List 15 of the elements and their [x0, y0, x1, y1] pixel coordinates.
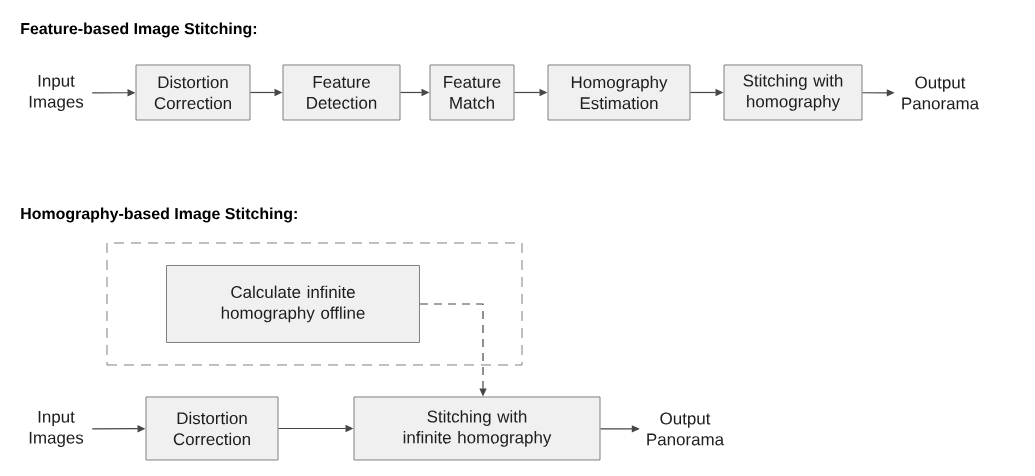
- process-box: Distortion Correction: [145, 396, 279, 461]
- dashed-group-box: [106, 242, 523, 366]
- terminal-text: Output Panorama: [647, 412, 725, 446]
- section-heading: Homography-based Image Stitching:: [21, 207, 297, 223]
- terminal-text: Input Images: [29, 410, 84, 448]
- process-box: Stitching with infinite homography: [353, 396, 601, 461]
- process-box: Calculate infinite homography offline: [166, 265, 420, 343]
- terminal-text: Input Images: [29, 74, 84, 112]
- terminal-text: Output Panorama: [902, 76, 980, 110]
- process-box: Feature Detection: [282, 64, 401, 121]
- process-box: Homography Estimation: [547, 64, 691, 121]
- process-box: Distortion Correction: [135, 64, 251, 121]
- section-heading: Feature-based Image Stitching:: [21, 22, 257, 38]
- process-box: Feature Match: [429, 64, 515, 121]
- process-box: Stitching with homography: [723, 64, 863, 121]
